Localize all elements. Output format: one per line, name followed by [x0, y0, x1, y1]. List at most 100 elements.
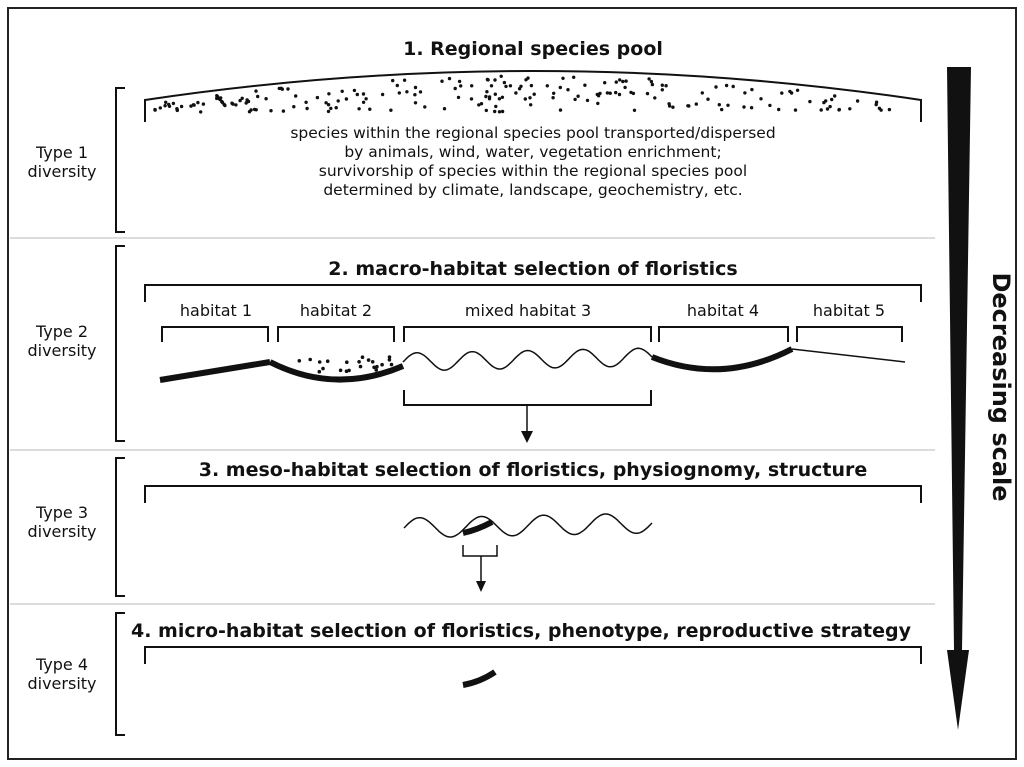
- habitat-dot: [389, 362, 394, 367]
- type-2-diversity: diversity: [27, 341, 96, 360]
- level-3-title: 3. meso-habitat selection of floristics,…: [199, 459, 867, 481]
- habitat-5-terrain: [791, 348, 906, 363]
- species-dot: [249, 108, 253, 112]
- type-3-label: Type 3: [35, 503, 88, 522]
- arrow-to-level-4-head: [476, 581, 486, 592]
- species-dot: [529, 103, 533, 107]
- habitat-1-terrain: [159, 359, 271, 383]
- species-dot: [632, 108, 637, 113]
- species-dot: [720, 107, 724, 112]
- species-dot: [179, 104, 184, 109]
- habitat-dot: [308, 357, 313, 362]
- arrow-to-level-3-head: [521, 431, 533, 443]
- species-dot: [631, 91, 636, 96]
- species-dot: [324, 101, 328, 105]
- species-dot: [413, 85, 418, 90]
- species-dot: [700, 91, 704, 95]
- species-dot: [240, 96, 244, 101]
- type-1-diversity: diversity: [27, 162, 96, 181]
- species-dot: [686, 104, 690, 108]
- species-dot: [493, 92, 497, 96]
- species-dot: [368, 107, 372, 111]
- habitat-dot: [366, 358, 371, 362]
- species-dot: [551, 96, 555, 100]
- species-dot: [825, 107, 830, 111]
- species-pool-dots: [153, 74, 892, 114]
- species-dot: [576, 94, 580, 98]
- species-dot: [158, 106, 162, 110]
- species-dot: [603, 81, 607, 85]
- species-dot: [572, 75, 576, 80]
- species-dot: [795, 88, 800, 93]
- habitat-dot: [338, 368, 343, 373]
- type-4-diversity: diversity: [27, 674, 96, 693]
- species-dot: [499, 74, 503, 79]
- habitat-2-bracket: [277, 326, 395, 342]
- level-1-description: species within the regional species pool…: [290, 124, 775, 199]
- species-dot: [397, 91, 401, 95]
- species-dot: [833, 94, 837, 98]
- habitat-dot: [372, 365, 376, 370]
- species-dot: [596, 101, 600, 106]
- species-dot: [457, 79, 462, 84]
- level-1-title: 1. Regional species pool: [403, 38, 663, 60]
- species-dot: [175, 108, 179, 112]
- species-dot: [391, 78, 395, 83]
- species-dot: [470, 84, 474, 88]
- species-dot: [500, 95, 505, 100]
- species-dot: [440, 79, 444, 83]
- species-dot: [855, 99, 860, 103]
- species-dot: [848, 107, 852, 111]
- meso-selected-segment: [462, 519, 494, 536]
- species-dot: [484, 94, 488, 99]
- habitat-dot: [297, 359, 302, 363]
- level-3-span-bracket: [144, 485, 922, 503]
- species-dot: [808, 99, 812, 104]
- species-dot: [256, 94, 260, 99]
- species-dot: [824, 99, 828, 103]
- species-dot: [447, 76, 452, 81]
- species-dot: [219, 96, 223, 100]
- species-dot: [489, 84, 494, 88]
- species-dot: [201, 102, 206, 106]
- species-dot: [777, 107, 781, 112]
- habitat-3-terrain: [402, 347, 653, 371]
- species-dot: [583, 83, 587, 87]
- species-dot: [252, 107, 257, 112]
- habitat-3-bracket: [403, 326, 652, 342]
- type-1-label: Type 1: [35, 143, 88, 162]
- species-dot: [706, 97, 710, 101]
- species-dot: [645, 91, 650, 96]
- type-2-label: Type 2: [35, 322, 88, 341]
- species-dot: [281, 109, 286, 113]
- species-dot: [667, 104, 672, 108]
- meso-selection-bracket: [462, 545, 498, 557]
- species-dot: [694, 102, 698, 106]
- habitat-5-label: habitat 5: [813, 301, 885, 320]
- species-dot: [768, 103, 772, 108]
- species-pool-dome: [144, 70, 922, 122]
- species-dot: [196, 100, 200, 105]
- species-dot: [819, 108, 823, 112]
- species-dot: [558, 108, 563, 112]
- species-dot: [523, 97, 527, 101]
- section-dividers: [10, 237, 935, 605]
- habitat-dot: [375, 364, 379, 369]
- description-line-1: species within the regional species pool…: [290, 124, 775, 142]
- species-dot: [361, 92, 366, 96]
- species-dot: [664, 84, 668, 88]
- species-dot: [389, 108, 393, 112]
- habitat-dot: [317, 360, 322, 364]
- species-dot: [653, 96, 657, 100]
- species-dot: [423, 105, 427, 109]
- species-dot: [743, 91, 747, 95]
- species-dot: [418, 90, 423, 94]
- species-dot: [837, 108, 841, 112]
- habitat-1-label: habitat 1: [180, 301, 252, 320]
- decreasing-scale-arrow: [947, 67, 971, 730]
- type-labels: Type 1 diversity Type 2 diversity Type 3…: [27, 143, 96, 693]
- species-dot: [517, 87, 522, 91]
- species-dot: [413, 101, 418, 105]
- habitat-dot: [387, 358, 392, 362]
- habitat-dot: [321, 366, 325, 371]
